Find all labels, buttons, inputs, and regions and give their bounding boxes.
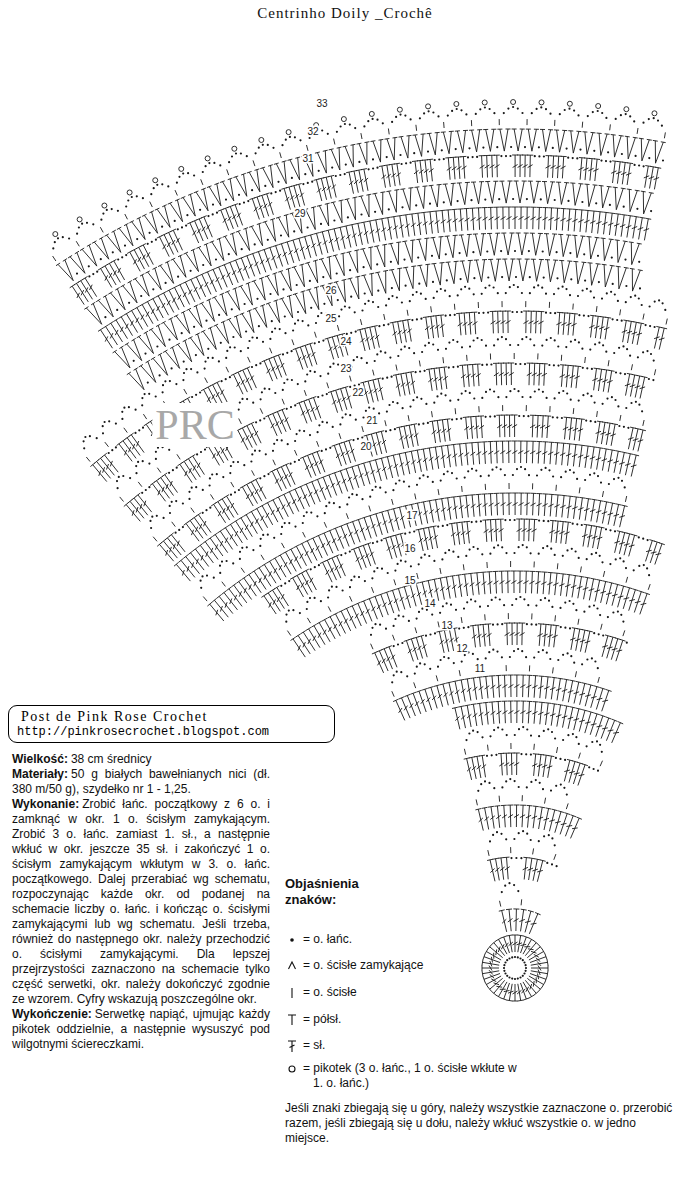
instruction-text: Zrobić łańc. początkowy z 6 o. i zamknąć… <box>12 797 270 1006</box>
picot-symbol <box>454 101 459 106</box>
legend-text: = o. ścisłe <box>303 985 493 1000</box>
picot-symbol <box>127 190 132 195</box>
chain-symbol <box>290 938 294 942</box>
instruction-paragraph: Wykonanie:Zrobić łańc. początkowy z 6 o.… <box>12 797 270 1007</box>
double-crochet-symbol <box>288 1041 296 1052</box>
picot-symbol <box>205 156 210 161</box>
round-number: 24 <box>339 336 352 347</box>
picot-symbol <box>286 130 291 135</box>
round-number: 20 <box>359 441 372 452</box>
picot-symbol <box>652 111 657 116</box>
picot-symbol <box>426 104 431 109</box>
round-number: 33 <box>315 98 328 109</box>
instruction-heading: Wykonanie: <box>12 797 79 811</box>
instruction-heading: Materiały: <box>12 767 68 781</box>
single-crochet-symbol <box>291 988 292 998</box>
picot-symbol <box>102 203 107 208</box>
picot-symbol <box>369 111 374 116</box>
legend-text: = sł. <box>303 1038 493 1053</box>
instructions: Wielkość:38 cm średnicyMateriały:50 g bi… <box>12 752 270 1052</box>
legend-text: = o. łańc. <box>303 932 493 947</box>
slip-stitch-symbol <box>289 962 296 969</box>
round-number: 16 <box>403 543 416 554</box>
box-heading: Post de Pink Rose Crochet <box>17 708 208 725</box>
picot-symbol <box>232 146 237 151</box>
instruction-text: 38 cm średnicy <box>71 752 152 766</box>
url-text: http://pinkrosecrochet.blogspot.com <box>17 725 269 740</box>
note-text: Jeśli znaki zbiegają się u góry, należy … <box>285 1101 680 1146</box>
picot-symbol <box>259 137 264 142</box>
round-number: 23 <box>339 363 352 374</box>
picot-symbol <box>53 232 58 237</box>
link-box: Post de Pink Rose Crochethttp://pinkrose… <box>8 705 335 743</box>
picot-symbol <box>596 104 601 109</box>
picot-symbol <box>397 107 402 112</box>
legend-text: = pikotek (3 o. łańc., 1 o. ścisłe wkłut… <box>303 1061 525 1091</box>
round-number: 11 <box>474 663 486 674</box>
round-number: 12 <box>455 643 468 654</box>
instruction-heading: Wykończenie: <box>12 1007 92 1021</box>
round-number: 17 <box>405 510 418 521</box>
round-number: 15 <box>403 575 416 586</box>
round-number: 26 <box>324 285 337 296</box>
legend-symbols <box>288 938 296 1072</box>
round-number: 21 <box>365 415 378 426</box>
picot-symbol <box>289 1066 295 1072</box>
round-number: 29 <box>293 208 306 219</box>
picot-symbol <box>482 100 487 105</box>
half-double-symbol <box>288 1015 296 1025</box>
round-number: 13 <box>440 620 453 631</box>
instruction-paragraph: Wykończenie:Serwetkę napiąć, ujmując każ… <box>12 1007 270 1052</box>
picot-symbol <box>511 100 516 105</box>
picot-symbol <box>77 217 82 222</box>
picot-symbol <box>179 166 184 171</box>
picot-symbol <box>567 101 572 106</box>
instruction-paragraph: Materiały:50 g białych bawełnianych nici… <box>12 767 270 797</box>
legend-text: = o. ścisłe zamykające <box>303 958 493 973</box>
round-number: 14 <box>423 598 436 609</box>
picot-symbol <box>539 100 544 105</box>
legend-title: Objaśnienia znaków: <box>285 876 400 908</box>
chart-title: Centrinho Doily _Crochê <box>257 5 432 22</box>
instruction-paragraph: Wielkość:38 cm średnicy <box>12 752 270 767</box>
picot-symbol <box>341 117 346 122</box>
round-number: 22 <box>351 387 364 398</box>
picot-symbol <box>624 107 629 112</box>
round-number: 32 <box>306 126 319 137</box>
picot-symbol <box>153 178 158 183</box>
watermark: PRC <box>152 403 237 447</box>
round-number: 31 <box>301 153 314 164</box>
round-number: 25 <box>324 313 337 324</box>
legend-text: = półsł. <box>303 1012 493 1027</box>
instruction-heading: Wielkość: <box>12 752 68 766</box>
